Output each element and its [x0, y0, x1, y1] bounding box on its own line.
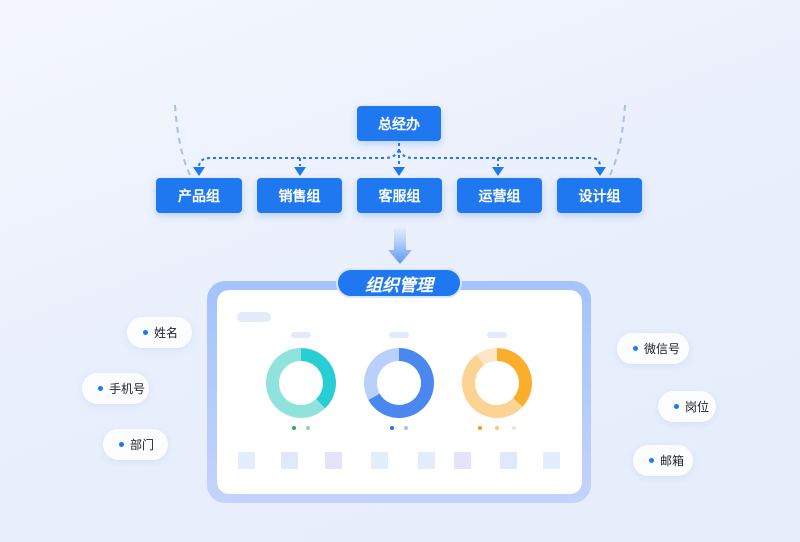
- field-tag-position: 岗位: [658, 391, 716, 422]
- donut-segment: [368, 348, 434, 418]
- placeholder-square: [371, 452, 388, 469]
- org-connectors: [198, 143, 601, 170]
- placeholder-square: [281, 452, 298, 469]
- dashed-curve-right: [609, 104, 626, 176]
- legend-dot: [306, 426, 310, 430]
- placeholder-square: [325, 452, 342, 469]
- legend-dot: [478, 426, 482, 430]
- dashed-curve-left: [174, 104, 191, 176]
- legend-dot: [495, 426, 499, 430]
- placeholder-square: [418, 452, 435, 469]
- panel-title: 组织管理: [336, 268, 462, 298]
- legend-dot: [390, 426, 394, 430]
- field-tag-department: 部门: [103, 429, 168, 460]
- donut-segment: [364, 348, 399, 400]
- org-root-node[interactable]: 总经办: [357, 106, 441, 141]
- legend-dot: [404, 426, 408, 430]
- down-arrow-icon: [388, 226, 412, 264]
- arrowheads: [193, 167, 606, 176]
- placeholder-square: [500, 452, 517, 469]
- legend-dot: [292, 426, 296, 430]
- placeholder-square: [454, 452, 471, 469]
- donut-segment: [266, 348, 325, 418]
- org-group-sales[interactable]: 销售组: [257, 178, 342, 213]
- placeholder-bar: [389, 332, 409, 338]
- field-tag-wechat: 微信号: [617, 333, 689, 364]
- placeholder-bar: [291, 332, 311, 338]
- field-tag-email: 邮箱: [633, 445, 693, 476]
- placeholder-square: [543, 452, 560, 469]
- field-tag-name: 姓名: [127, 317, 192, 348]
- donut-segment: [462, 354, 523, 418]
- org-group-operations[interactable]: 运营组: [457, 178, 542, 213]
- org-group-service[interactable]: 客服组: [357, 178, 442, 213]
- legend-dot: [512, 426, 516, 430]
- org-group-product[interactable]: 产品组: [156, 178, 242, 213]
- donut-segment: [301, 348, 337, 409]
- donut-segment: [497, 348, 532, 407]
- placeholder-bar: [237, 312, 271, 322]
- org-group-design[interactable]: 设计组: [557, 178, 642, 213]
- placeholder-square: [238, 452, 255, 469]
- donut-segment: [476, 348, 497, 366]
- placeholder-bar: [487, 332, 507, 338]
- field-tag-phone: 手机号: [82, 373, 149, 404]
